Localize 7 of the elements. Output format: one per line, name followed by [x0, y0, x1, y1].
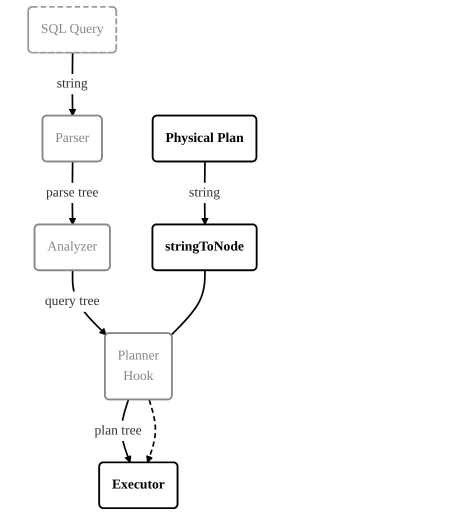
arrow — [146, 400, 156, 464]
edge-label: string — [56, 76, 88, 91]
edge-label: query tree — [44, 294, 100, 308]
edge-label: plan tree — [94, 423, 142, 438]
edge-label: parse tree — [46, 185, 98, 200]
connector — [170, 270, 206, 336]
edge-label: string — [189, 185, 220, 200]
